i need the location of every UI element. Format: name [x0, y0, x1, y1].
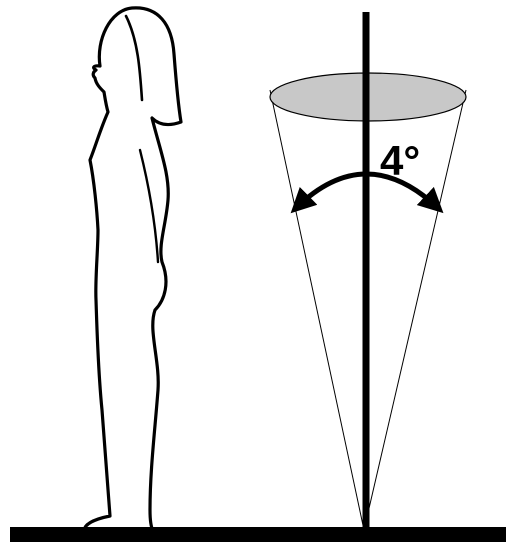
cone-side-left	[270, 90, 364, 530]
person-outline	[84, 8, 181, 531]
arm-line	[140, 150, 158, 262]
angle-label: 4°	[380, 137, 420, 184]
hair-strand	[126, 16, 142, 100]
person-silhouette	[84, 8, 181, 531]
ground-line	[10, 527, 506, 542]
